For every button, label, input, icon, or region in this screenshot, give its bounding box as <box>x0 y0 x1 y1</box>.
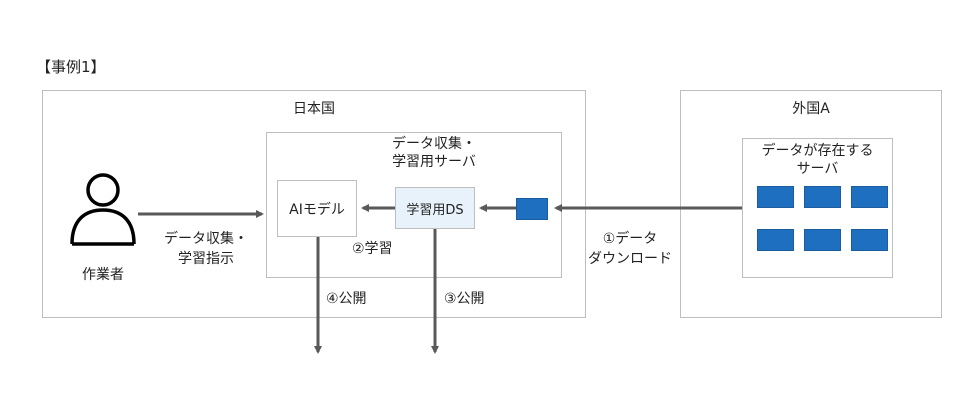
instruction-label-line2: 学習指示 <box>178 251 234 267</box>
worker-label: 作業者 <box>82 267 124 283</box>
foreign-title: 外国A <box>792 101 830 117</box>
training-server-title-line1: データ収集・ <box>392 136 476 152</box>
foreign-data-square <box>804 186 841 208</box>
training-ds-box: 学習用DS <box>395 187 475 229</box>
ai-model-label: AIモデル <box>289 201 345 218</box>
training-server-title-line2: 学習用サーバ <box>392 154 476 170</box>
foreign-data-server-box <box>742 138 893 278</box>
foreign-data-square <box>757 186 794 208</box>
foreign-server-label-line1: データが存在する <box>761 143 874 159</box>
ai-model-box: AIモデル <box>277 180 357 237</box>
worker-person-icon <box>70 173 136 246</box>
downloaded-data-square <box>516 198 548 220</box>
japan-title: 日本国 <box>293 101 335 117</box>
foreign-data-square <box>757 229 794 251</box>
download-label-line2: ダウンロード <box>588 251 672 267</box>
publish-4-label: ④公開 <box>326 291 367 307</box>
foreign-data-square <box>851 229 888 251</box>
foreign-data-square <box>804 229 841 251</box>
foreign-server-label-line2: サーバ <box>796 161 839 177</box>
publish-3-label: ③公開 <box>444 291 485 307</box>
case-label: 【事例1】 <box>36 58 106 76</box>
download-label-line1: ①データ <box>602 231 658 247</box>
training-ds-label: 学習用DS <box>406 202 464 218</box>
instruction-label-line1: データ収集・ <box>164 231 248 247</box>
learn-label: ②学習 <box>352 241 393 257</box>
foreign-data-square <box>851 186 888 208</box>
